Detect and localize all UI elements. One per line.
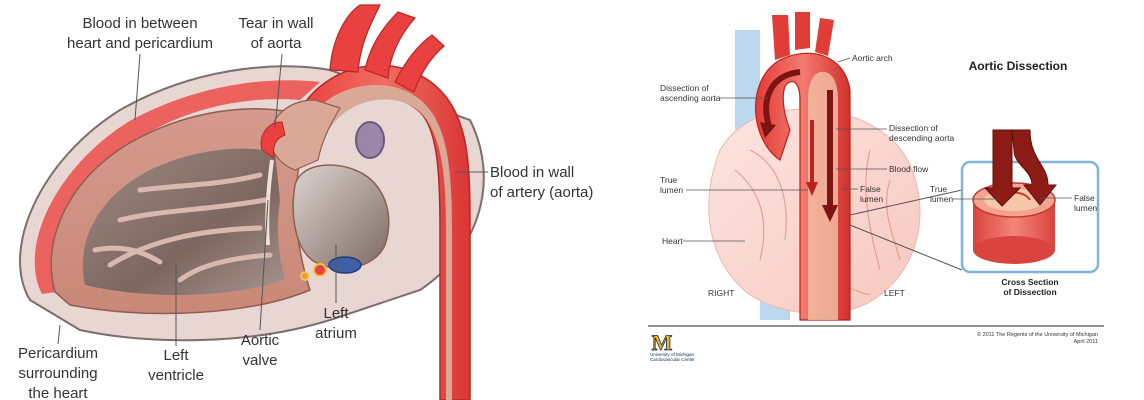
coronary-sinus [328,256,362,274]
label-text: atrium [315,325,357,342]
label-text: Dissection of [660,83,709,93]
superior-vena-cava [735,30,760,130]
carotid-artery [364,11,417,79]
label-text: Left [163,347,189,364]
label-text: descending aorta [889,133,954,143]
blood-flow-arrow-ascending [763,69,801,131]
label-text: False [860,184,881,194]
label-blood-wall: Blood in wall of artery (aorta) [455,164,593,201]
label-text: Tear in wall [238,15,313,32]
label-blood-between: Blood in between heart and pericardium [67,15,213,121]
logo-line: Cardiovascular Center [650,357,695,362]
label-text: False [1074,193,1095,203]
label-text: True [930,184,947,194]
right-panel-title: Aortic Dissection [969,59,1068,73]
label-text: Blood in between [82,15,197,32]
label-left: LEFT [884,288,905,298]
label-text: of artery (aorta) [490,184,593,201]
label-cs-false-lumen: False lumen [1040,193,1097,213]
label-text: lumen [660,185,683,195]
label-text: Aortic arch [852,53,893,63]
label-text: lumen [930,194,953,204]
coronary-artery-small [300,271,310,281]
label-left-ventricle: Left ventricle [148,265,204,384]
label-dissection-descending: Dissection of descending aorta [836,123,954,143]
cross-section-caption-1: Cross Section [1001,277,1058,287]
logo-letter: M [652,330,673,355]
left-atrium [292,164,390,270]
label-text: Heart [662,236,683,246]
label-text: Blood flow [889,164,929,174]
label-text: Aortic [241,332,280,349]
connector-line-bottom [849,224,963,271]
date-text: April 2011 [1074,339,1098,345]
leader-line [274,53,283,129]
pulmonary-vein [355,121,385,159]
label-heart: Heart [662,236,745,246]
label-aortic-valve: Aortic valve [241,199,280,369]
label-dissection-ascending: Dissection of ascending aorta [660,83,768,103]
heart-cross-section-illustration: Blood in between heart and pericardium T… [18,4,593,400]
label-text: surrounding [18,365,97,382]
label-cs-true-lumen: True lumen [930,184,998,204]
label-text: Left [323,305,349,322]
coronary-artery [313,263,327,277]
arch-branch-2 [795,12,810,50]
arch-branch-1 [772,15,790,60]
label-false-lumen: False lumen [842,184,883,204]
label-text: of aorta [251,35,303,52]
aortic-dissection-illustration: Aortic Dissection Aortic arch Dissection… [648,12,1104,362]
label-text: the heart [28,385,88,400]
connector-line-top [849,189,963,216]
logo-line: University of Michigan [650,352,695,357]
label-left-atrium: Left atrium [315,245,357,342]
label-text: Pericardium [18,345,98,362]
label-text: ventricle [148,367,204,384]
subclavian-artery [394,34,445,93]
label-text: True [660,175,677,185]
arch-branch-3 [815,18,834,56]
true-lumen-stripe [808,71,838,320]
label-text: lumen [1074,203,1097,213]
brachiocephalic-artery [329,4,381,73]
cross-section-arrow-false [1011,129,1058,206]
leader-line [134,53,141,121]
trabeculae [92,172,273,283]
label-aortic-arch: Aortic arch [837,53,893,63]
label-true-lumen: True lumen [660,175,808,195]
cross-section-cylinder-bottom [973,236,1055,264]
label-text: Dissection of [889,123,938,133]
copyright-text: © 2011 The Regents of the University of … [977,331,1098,338]
cross-section-caption-2: of Dissection [1003,287,1056,297]
label-text: lumen [860,194,883,204]
leader-line [57,324,61,345]
label-blood-flow: Blood flow [836,164,929,174]
leader-line [259,199,269,331]
label-text: heart and pericardium [67,35,213,52]
label-pericardium: Pericardium surrounding the heart [18,324,98,400]
label-text: Blood in wall [490,164,574,181]
aortic-tear [260,121,286,160]
label-text: valve [242,352,277,369]
label-text: ascending aorta [660,93,721,103]
leader-line [837,57,851,63]
cross-section-arrow-true [983,129,1022,207]
ascending-aorta [269,99,341,171]
university-logo: M University of Michigan Cardiovascular … [650,330,695,362]
label-tear: Tear in wall of aorta [238,15,314,129]
label-right: RIGHT [708,288,734,298]
